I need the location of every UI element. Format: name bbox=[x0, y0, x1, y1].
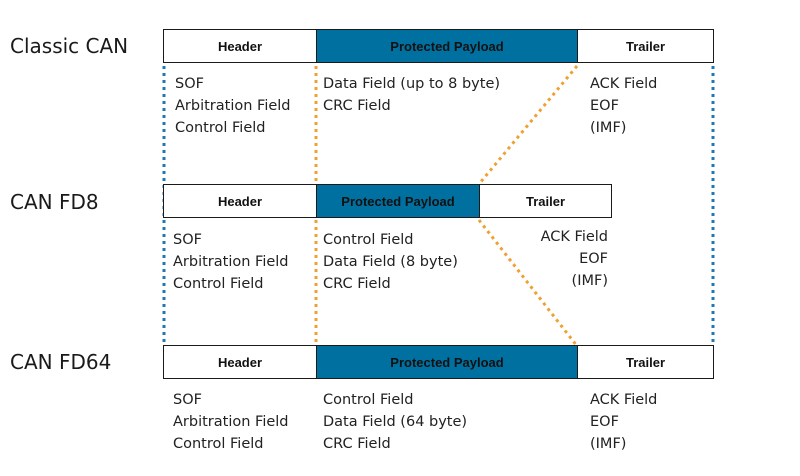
field-item: Data Field (64 byte) bbox=[323, 414, 468, 430]
field-item: Control Field bbox=[323, 392, 414, 408]
classic-can-header-segment: Header bbox=[163, 29, 317, 63]
classic-can-trailer-fields: ACK Field EOF (IMF) bbox=[590, 73, 657, 139]
row-label-can-fd8: CAN FD8 bbox=[10, 190, 99, 214]
field-item: Control Field bbox=[173, 436, 264, 452]
field-item: SOF bbox=[175, 76, 204, 92]
field-item: CRC Field bbox=[323, 436, 391, 452]
field-item: Control Field bbox=[175, 120, 266, 136]
field-item: EOF bbox=[579, 251, 608, 267]
field-item: (IMF) bbox=[590, 436, 627, 452]
field-item: SOF bbox=[173, 232, 202, 248]
can-fd8-payload-fields: Control Field Data Field (8 byte) CRC Fi… bbox=[323, 229, 458, 295]
orange-connector-payload-end-upper bbox=[477, 65, 579, 185]
field-item: CRC Field bbox=[323, 98, 391, 114]
can-fd8-trailer-segment: Trailer bbox=[479, 184, 612, 218]
can-fd64-payload-fields: Control Field Data Field (64 byte) CRC F… bbox=[323, 389, 467, 455]
can-fd8-trailer-fields: ACK Field EOF (IMF) bbox=[500, 226, 608, 292]
field-item: SOF bbox=[173, 392, 202, 408]
field-item: CRC Field bbox=[323, 276, 391, 292]
field-item: Arbitration Field bbox=[175, 98, 291, 114]
can-fd64-header-fields: SOF Arbitration Field Control Field bbox=[173, 389, 289, 455]
row-label-classic-can: Classic CAN bbox=[10, 34, 129, 58]
can-fd8-header-segment: Header bbox=[163, 184, 317, 218]
field-item: (IMF) bbox=[590, 120, 627, 136]
field-item: Arbitration Field bbox=[173, 254, 289, 270]
classic-can-payload-fields: Data Field (up to 8 byte) CRC Field bbox=[323, 73, 500, 117]
field-item: Data Field (8 byte) bbox=[323, 254, 458, 270]
orange-connector-payload-end-lower bbox=[477, 219, 579, 347]
field-item: Data Field (up to 8 byte) bbox=[323, 76, 501, 92]
can-fd8-header-fields: SOF Arbitration Field Control Field bbox=[173, 229, 289, 295]
field-item: EOF bbox=[590, 414, 619, 430]
classic-can-payload-segment: Protected Payload bbox=[316, 29, 578, 63]
can-fd64-trailer-segment: Trailer bbox=[577, 345, 714, 379]
field-item: Control Field bbox=[323, 232, 414, 248]
field-item: ACK Field bbox=[540, 229, 608, 245]
field-item: Control Field bbox=[173, 276, 264, 292]
can-fd8-payload-segment: Protected Payload bbox=[316, 184, 480, 218]
field-item: (IMF) bbox=[571, 273, 608, 289]
row-label-can-fd64: CAN FD64 bbox=[10, 350, 112, 374]
classic-can-trailer-segment: Trailer bbox=[577, 29, 714, 63]
can-fd64-trailer-fields: ACK Field EOF (IMF) bbox=[590, 389, 657, 455]
field-item: Arbitration Field bbox=[173, 414, 289, 430]
field-item: EOF bbox=[590, 98, 619, 114]
can-fd64-payload-segment: Protected Payload bbox=[316, 345, 578, 379]
can-fd64-header-segment: Header bbox=[163, 345, 317, 379]
field-item: ACK Field bbox=[590, 76, 658, 92]
field-item: ACK Field bbox=[590, 392, 658, 408]
classic-can-header-fields: SOF Arbitration Field Control Field bbox=[175, 73, 291, 139]
